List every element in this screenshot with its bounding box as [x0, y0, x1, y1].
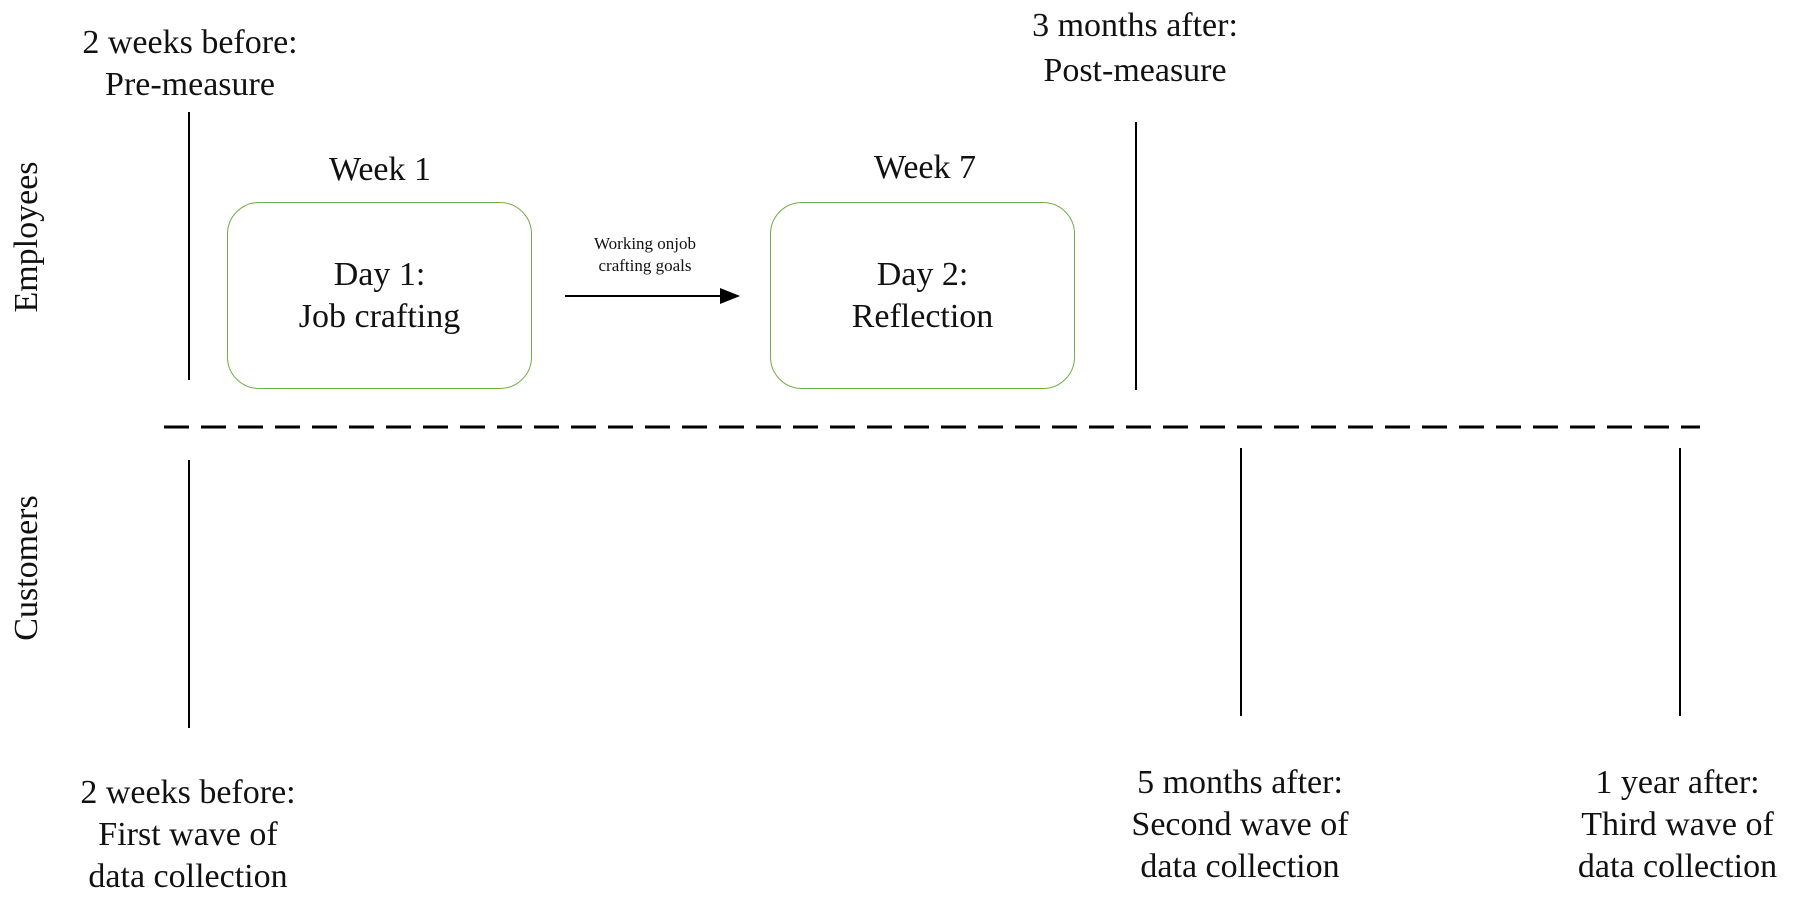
arrow-label-line2: crafting goals — [598, 256, 692, 275]
day2-box: Day 2: Reflection — [770, 202, 1075, 389]
wave3-line1: Third wave of — [1581, 806, 1774, 843]
arrow-label-line1: Working onjob — [593, 234, 697, 253]
day1-box: Day 1: Job crafting — [227, 202, 532, 389]
day2-title: Day 2: — [876, 255, 969, 293]
wave3-marker — [1679, 448, 1681, 716]
week7-label: Week 7 — [873, 149, 977, 186]
wave3-line2: data collection — [1577, 848, 1778, 885]
pre-measure-time: 2 weeks before: — [82, 24, 298, 61]
day2-subtitle: Reflection — [851, 297, 994, 335]
wave1-label: 2 weeks before: First wave of data colle… — [48, 772, 328, 898]
day1-subtitle: Job crafting — [298, 297, 461, 335]
wave1-time: 2 weeks before: — [80, 774, 296, 811]
post-measure-time: 3 months after: — [1032, 7, 1238, 44]
pre-measure-marker — [188, 112, 190, 380]
post-measure-marker — [1135, 122, 1137, 390]
wave2-marker — [1240, 448, 1242, 716]
wave1-marker — [188, 460, 190, 728]
wave2-label: 5 months after: Second wave of data coll… — [1095, 762, 1385, 888]
week1-label: Week 1 — [328, 151, 432, 188]
wave3-time: 1 year after: — [1595, 764, 1760, 801]
wave2-line2: data collection — [1140, 848, 1340, 885]
wave2-line1: Second wave of — [1131, 806, 1349, 843]
day1-title: Day 1: — [333, 255, 426, 293]
wave1-line2: data collection — [88, 858, 288, 895]
wave3-label: 1 year after: Third wave of data collect… — [1560, 762, 1795, 888]
arrow-label: Working onjob crafting goals — [565, 233, 725, 277]
wave1-line1: First wave of — [98, 816, 278, 853]
wave2-time: 5 months after: — [1137, 764, 1343, 801]
pre-measure-label: Pre-measure — [105, 66, 275, 103]
post-measure-label: Post-measure — [1043, 52, 1227, 89]
